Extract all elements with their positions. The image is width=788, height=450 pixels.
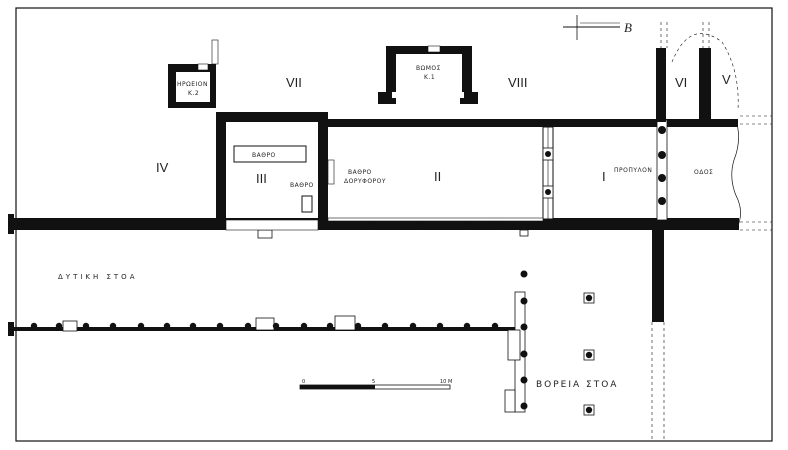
bomos-label-1: ΒΩΜΟΣ: [416, 65, 441, 72]
room-VIII-label: VIII: [508, 75, 528, 90]
wall-east-vertical: [652, 230, 664, 322]
propylon-label: ΠΡΟΠΥΛΟΝ: [614, 167, 652, 174]
bathro-doryphorou-label-2: ΔΟΡΥΦΟΡΟΥ: [344, 178, 386, 185]
bathro-top-label: ΒΑΘΡΟ: [252, 152, 276, 159]
wall-main-south-east: [663, 218, 739, 230]
compass-label: B: [624, 20, 632, 35]
columns-north-stoa: [520, 270, 528, 410]
arch-dashed-line: [671, 33, 739, 111]
northern-stoa-label: ΒΟΡΕΙΑ ΣΤΟΑ: [536, 380, 618, 390]
bathro-box-top: [233, 145, 307, 163]
room-V-label: V: [722, 72, 731, 87]
wall-stub-left-2: [8, 322, 14, 336]
wall-room-VI-east: [699, 48, 711, 122]
wall-room-III-east: [318, 112, 328, 220]
bathro-doryphorou-label-1: ΒΑΘΡΟ: [348, 169, 372, 176]
wall-stub-left: [8, 214, 14, 234]
wall-room-III-west: [216, 112, 226, 220]
room-III-label: III: [256, 171, 267, 186]
columns-west-stoa: [30, 322, 499, 330]
room-I-label: I: [602, 169, 606, 184]
bomos-label-2: Κ.1: [424, 74, 435, 81]
columns-north-stoa-inner: [583, 292, 595, 416]
compass-icon: B: [563, 15, 632, 40]
scale-tick-5: 5: [372, 379, 375, 385]
heroon-label-1: ΗΡΩΕΙΟΝ: [177, 81, 208, 88]
heroon-building: [168, 39, 219, 108]
room-II-label: II: [434, 169, 441, 184]
wall-north-II: [328, 119, 738, 127]
western-stoa-label: ΔΥΤΙΚΗ ΣΤΟΑ: [58, 273, 137, 281]
scale-bar: 0 5 10 Μ: [299, 379, 452, 390]
bathro-box-small: [301, 195, 313, 213]
odos-boundary: [731, 119, 741, 231]
heroon-label-2: Κ.2: [188, 90, 199, 97]
odos-label: ΟΔΟΣ: [694, 169, 713, 176]
columns-room-II: [369, 221, 501, 229]
room-IV-label: IV: [156, 160, 169, 175]
scale-tick-10: 10 Μ: [440, 379, 452, 385]
bathro-small-label: ΒΑΘΡΟ: [290, 182, 314, 189]
room-VII-label: VII: [286, 75, 302, 90]
room-VI-label: VI: [675, 75, 687, 90]
wall-room-VI-west: [656, 48, 666, 122]
bomos-altar: [378, 45, 478, 104]
columns-propylon: [658, 126, 666, 205]
scale-tick-0: 0: [302, 379, 305, 385]
bathro-doryphorou-box: [327, 159, 335, 185]
wall-room-III-north: [216, 112, 328, 122]
